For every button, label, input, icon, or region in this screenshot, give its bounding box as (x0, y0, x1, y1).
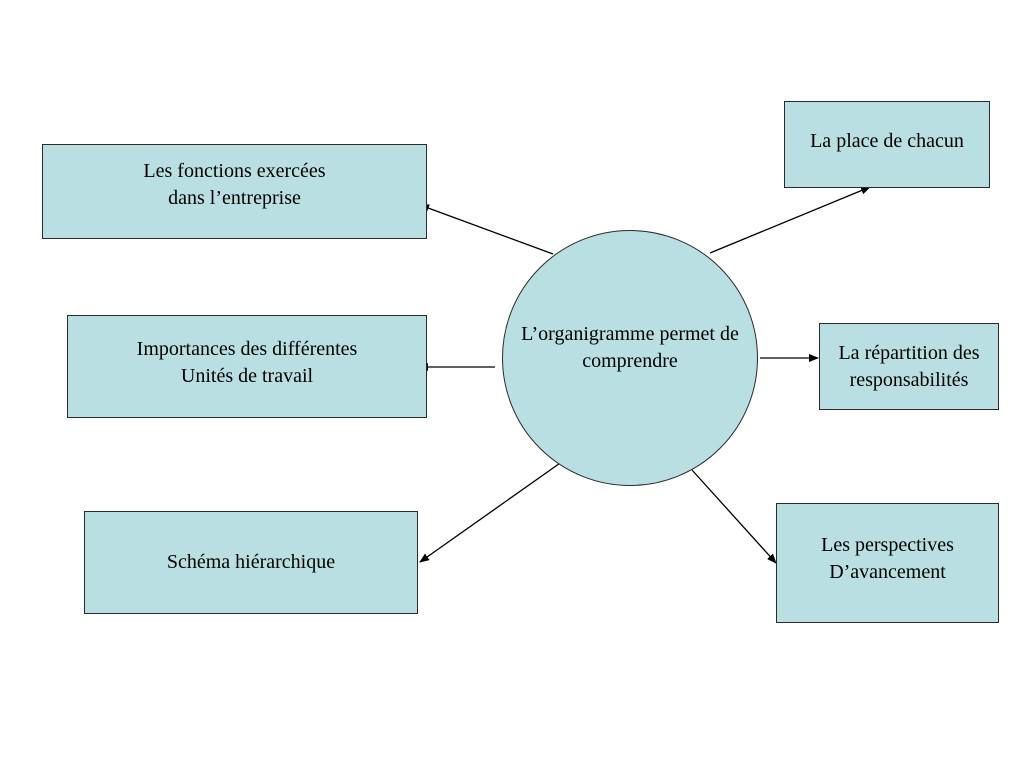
box-importances-line1: Importances des différentes (136, 337, 358, 360)
box-place-line1: La place de chacun (810, 130, 964, 152)
box-repartition-line2: responsabilités (849, 368, 969, 391)
center-line2: comprendre (582, 350, 678, 372)
box-importances-line2: Unités de travail (180, 364, 314, 387)
box-repartition-responsabilites: La répartition des responsabilités (819, 323, 999, 410)
center-line1: L’organigramme permet de (521, 323, 739, 345)
box-importances-unites: Importances des différentes Unités de tr… (67, 315, 427, 418)
box-schema-line1: Schéma hiérarchique (166, 551, 336, 573)
box-repartition-line1: La répartition des (838, 341, 980, 364)
box-perspectives-avancement: Les perspectives D’avancement (776, 503, 999, 623)
box-perspectives-line2: D’avancement (829, 561, 946, 583)
box-fonctions-line2: dans l’entreprise (168, 186, 301, 209)
box-place-de-chacun: La place de chacun (784, 101, 990, 188)
arrow-to-schema (419, 460, 564, 563)
box-fonctions-exercees: Les fonctions exercées dans l’entreprise (42, 144, 427, 239)
arrow-to-place (709, 186, 871, 254)
box-fonctions-line1: Les fonctions exercées (143, 159, 326, 182)
arrow-to-fonctions (419, 204, 554, 255)
arrow-to-perspectives (691, 469, 777, 564)
box-schema-hierarchique: Schéma hiérarchique (84, 511, 418, 614)
box-perspectives-line1: Les perspectives (821, 534, 954, 556)
center-circle: L’organigramme permet de comprendre (502, 230, 758, 486)
